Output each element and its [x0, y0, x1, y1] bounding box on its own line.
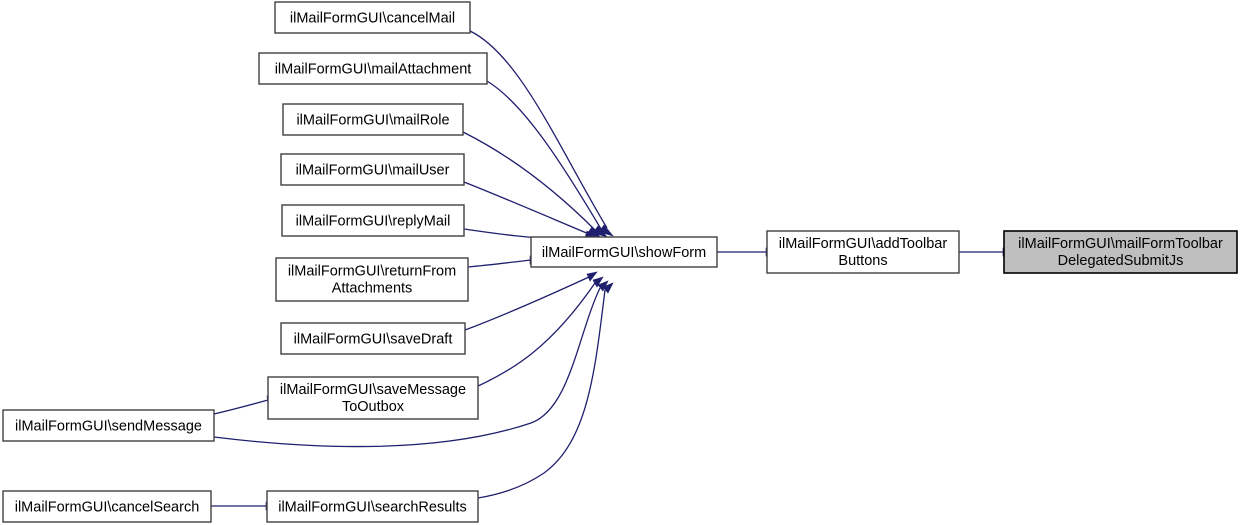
edge-line — [469, 30, 608, 229]
node-label: ilMailFormGUI\sendMessage — [15, 418, 202, 434]
node-label-line2: ToOutbox — [342, 399, 405, 415]
node-box[interactable] — [766, 230, 960, 274]
node-label: ilMailFormGUI\mailRole — [296, 112, 449, 128]
arrowhead-icon — [602, 282, 614, 294]
node-cancelMail[interactable]: ilMailFormGUI\cancelMail — [274, 1, 471, 34]
node-box[interactable] — [275, 257, 469, 302]
arrowhead-icon — [592, 276, 604, 288]
edge-line — [462, 131, 596, 231]
node-label-line1: ilMailFormGUI\saveMessage — [280, 382, 466, 398]
edge-line — [477, 282, 596, 387]
node-mailFormToolbarDelegatedSubmitJs[interactable]: ilMailFormGUI\mailFormToolbarDelegatedSu… — [1003, 230, 1238, 274]
node-mailUser[interactable]: ilMailFormGUI\mailUser — [280, 153, 465, 186]
node-mailAttachment[interactable]: ilMailFormGUI\mailAttachment — [258, 52, 488, 85]
node-box[interactable] — [281, 204, 465, 237]
node-sendMessage[interactable]: ilMailFormGUI\sendMessage — [2, 409, 215, 442]
node-label: ilMailFormGUI\mailAttachment — [275, 61, 472, 77]
node-label-line2: Buttons — [838, 253, 887, 269]
node-label: ilMailFormGUI\saveDraft — [294, 331, 453, 347]
node-cancelSearch[interactable]: ilMailFormGUI\cancelSearch — [2, 490, 212, 523]
edge-line — [464, 276, 590, 331]
node-box[interactable] — [266, 490, 479, 523]
node-label-line1: ilMailFormGUI\mailFormToolbar — [1018, 236, 1223, 252]
edge-mailAttachment-to-showForm — [486, 80, 608, 238]
node-label: ilMailFormGUI\mailUser — [296, 162, 450, 178]
edge-cancelMail-to-showForm — [469, 30, 614, 237]
node-label-line1: ilMailFormGUI\addToolbar — [779, 236, 948, 252]
arrowhead-icon — [586, 271, 598, 282]
node-label: ilMailFormGUI\searchResults — [278, 499, 467, 515]
node-box[interactable] — [2, 409, 215, 442]
node-box[interactable] — [258, 52, 488, 85]
node-replyMail[interactable]: ilMailFormGUI\replyMail — [281, 204, 465, 237]
edge-returnFromAttachments-to-showForm — [467, 255, 541, 268]
edge-mailRole-to-showForm — [462, 131, 602, 239]
node-label-line2: Attachments — [332, 280, 413, 296]
node-label: ilMailFormGUI\cancelSearch — [15, 499, 200, 515]
edge-line — [213, 287, 601, 448]
node-label: ilMailFormGUI\showForm — [542, 245, 706, 261]
node-box[interactable] — [274, 1, 471, 34]
edge-line — [477, 289, 606, 499]
edge-cancelSearch-to-searchResults — [211, 501, 277, 511]
node-box[interactable] — [1003, 230, 1238, 274]
edge-line — [213, 399, 269, 415]
edge-line — [463, 181, 590, 235]
edge-saveDraft-to-showForm — [464, 271, 598, 331]
edge-saveMessageToOutbox-to-showForm — [477, 276, 604, 387]
node-box[interactable] — [280, 322, 466, 355]
arrowhead-icon — [586, 226, 602, 239]
node-label-line2: DelegatedSubmitJs — [1058, 253, 1184, 269]
node-showForm[interactable]: ilMailFormGUI\showForm — [530, 236, 718, 268]
node-box[interactable] — [530, 236, 718, 268]
edge-line — [486, 80, 602, 230]
node-label: ilMailFormGUI\replyMail — [296, 213, 451, 229]
node-saveDraft[interactable]: ilMailFormGUI\saveDraft — [280, 322, 466, 355]
node-label-line1: ilMailFormGUI\returnFrom — [288, 263, 456, 279]
node-searchResults[interactable]: ilMailFormGUI\searchResults — [266, 490, 479, 523]
arrowhead-icon — [592, 225, 608, 238]
node-box[interactable] — [282, 103, 464, 136]
node-label: ilMailFormGUI\cancelMail — [290, 10, 455, 26]
edge-line — [467, 259, 532, 268]
node-box[interactable] — [267, 376, 479, 420]
edge-searchResults-to-showForm — [477, 282, 614, 499]
node-mailRole[interactable]: ilMailFormGUI\mailRole — [282, 103, 464, 136]
edge-sendMessage-to-showForm — [213, 280, 609, 448]
node-box[interactable] — [280, 153, 465, 186]
node-box[interactable] — [2, 490, 212, 523]
arrowhead-icon — [598, 224, 614, 237]
